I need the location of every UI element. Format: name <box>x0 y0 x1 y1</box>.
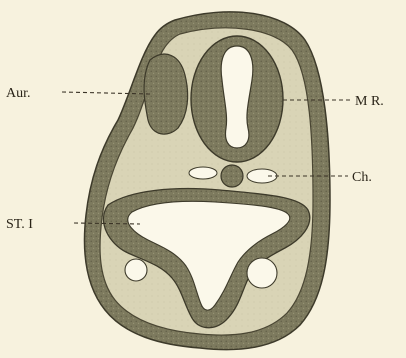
auricle <box>144 54 188 134</box>
label-aur: Aur. <box>6 86 31 101</box>
label-mr: M R. <box>355 94 384 109</box>
label-st: ST. I <box>6 217 33 232</box>
label-ch: Ch. <box>352 170 372 185</box>
vessel-left <box>189 167 217 179</box>
right-cavity <box>247 258 277 288</box>
notochord <box>221 165 243 187</box>
vessel-right <box>247 169 277 183</box>
left-cavity <box>125 259 147 281</box>
central-canal <box>221 46 253 148</box>
